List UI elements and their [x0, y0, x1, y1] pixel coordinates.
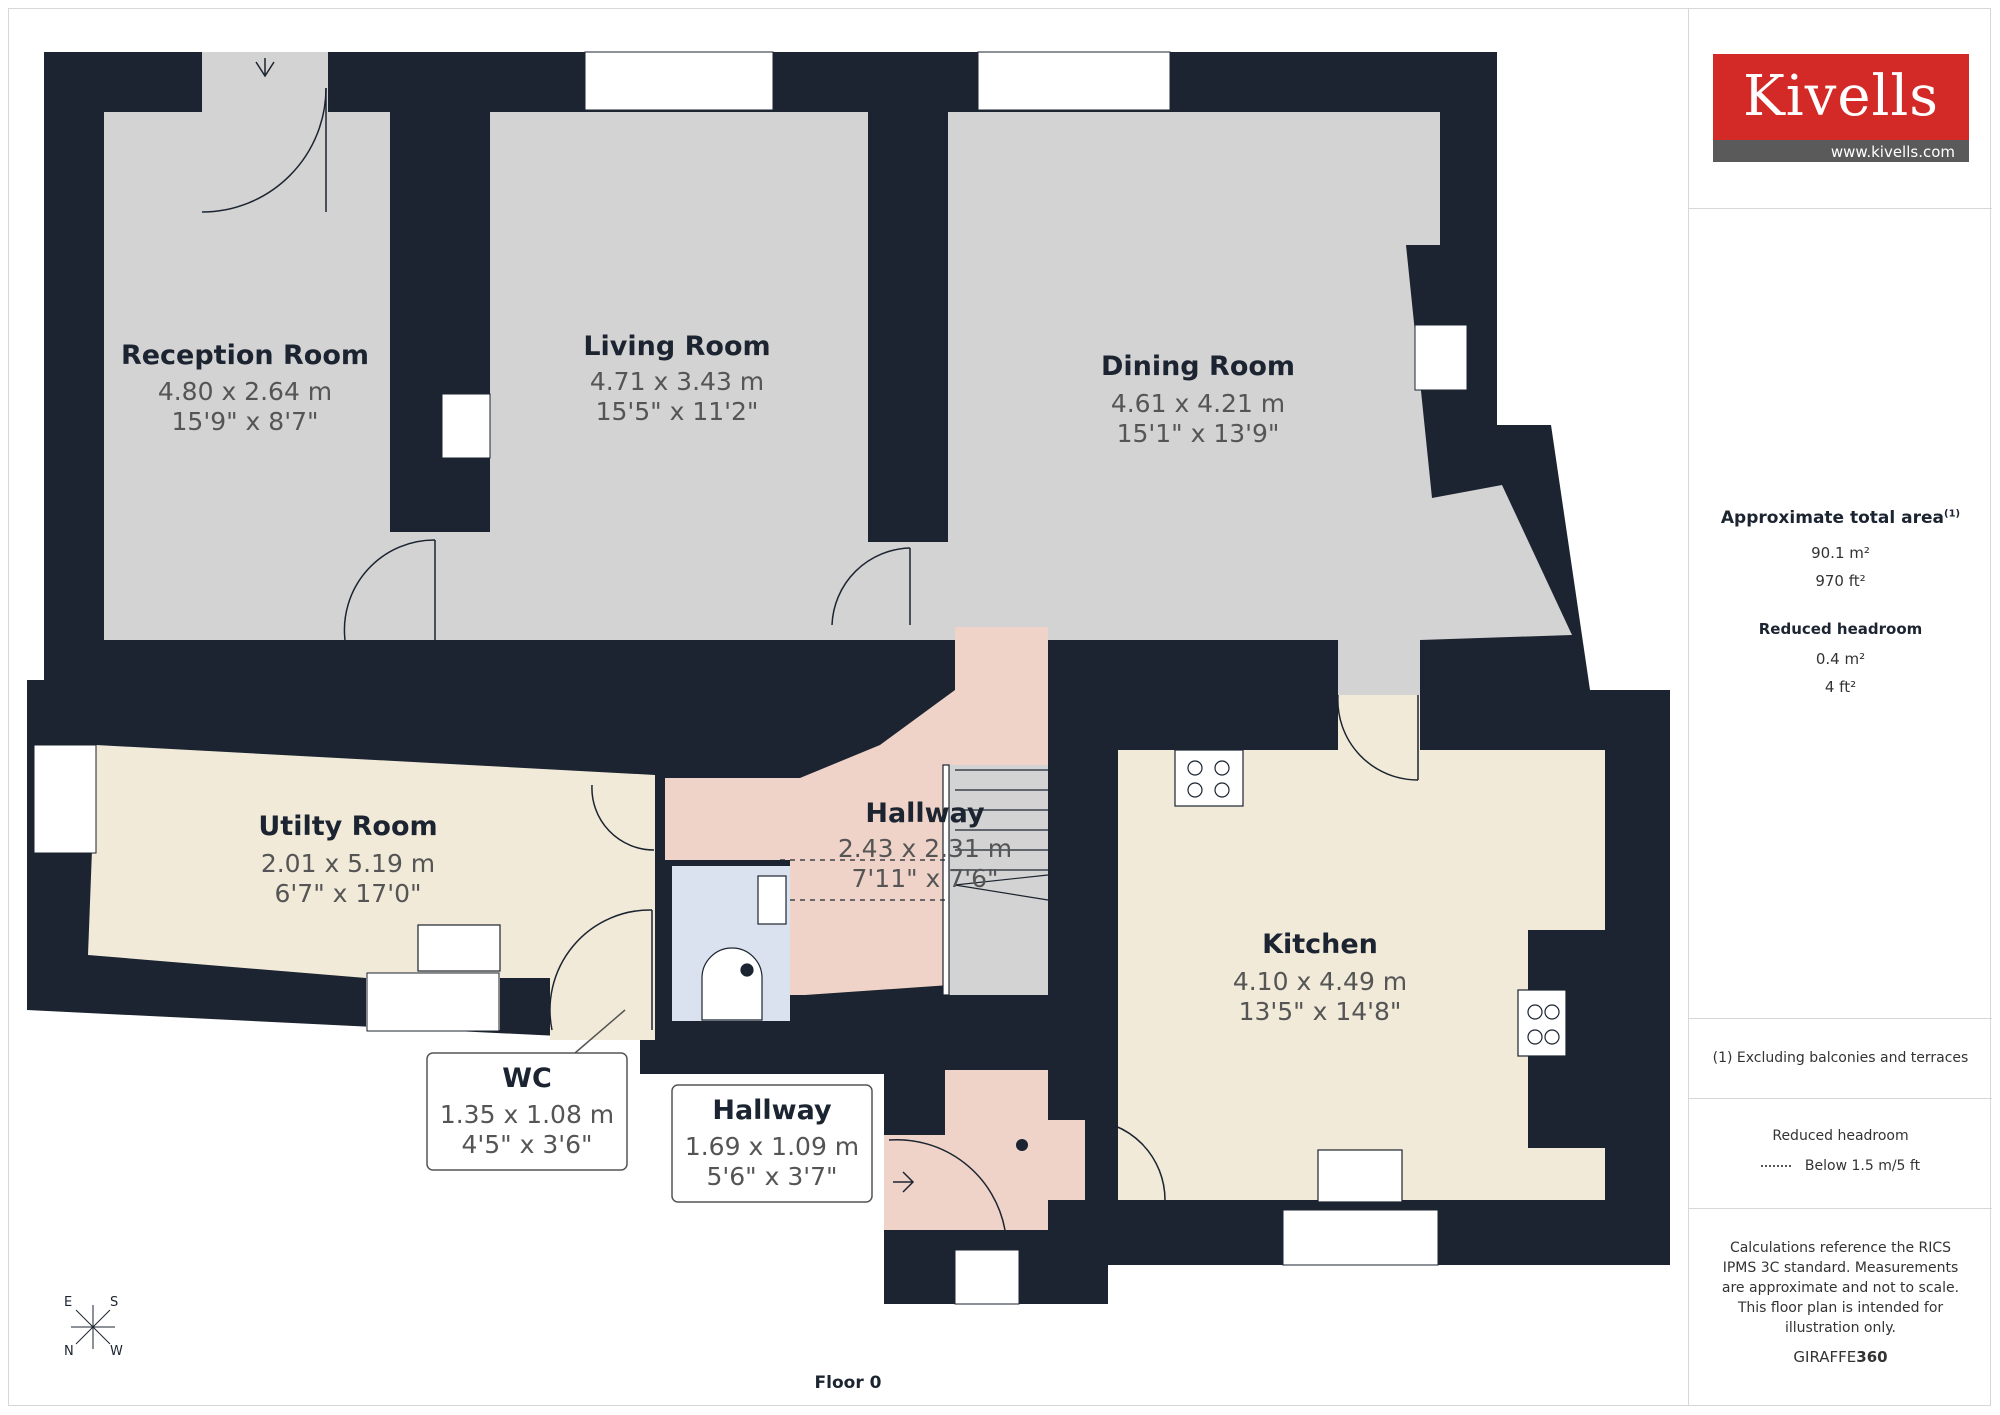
area-ft2: 970 ft² — [1815, 572, 1866, 590]
compass-e: E — [64, 1295, 72, 1310]
room-imperial: 13'5" x 14'8" — [1239, 997, 1402, 1026]
room-metric: 4.71 x 3.43 m — [590, 367, 764, 396]
room-metric: 1.69 x 1.09 m — [685, 1132, 859, 1161]
wc-label-box: WC 1.35 x 1.08 m 4'5" x 3'6" — [426, 1009, 628, 1171]
room-imperial: 15'9" x 8'7" — [172, 407, 319, 436]
dining-room-floor — [948, 112, 1572, 695]
page-frame — [8, 8, 1991, 1406]
wc-toilet — [701, 947, 763, 1021]
room-name: Kitchen — [1262, 929, 1378, 960]
reduced-headroom-title: Reduced headroom — [1758, 620, 1923, 638]
compass: E S N W — [64, 1295, 123, 1359]
kivells-logo[interactable]: Kivells www.kivells.com — [1713, 54, 1969, 162]
logo-url: www.kivells.com — [1830, 143, 1955, 161]
windows — [33, 51, 1439, 1305]
logo-section: Kivells www.kivells.com — [1689, 8, 1992, 209]
room-name: Hallway — [865, 798, 985, 829]
floor-plan: Reception Room 4.80 x 2.64 m 15'9" x 8'7… — [27, 51, 1670, 1393]
kitchen-floor — [1118, 695, 1605, 1200]
room-name: Living Room — [583, 331, 770, 362]
room-name: Reception Room — [121, 340, 369, 371]
room-imperial: 15'1" x 13'9" — [1117, 419, 1280, 448]
room-name: WC — [502, 1063, 552, 1094]
legend-item: Below 1.5 m/5 ft — [1689, 1158, 1992, 1174]
utility-room-floor — [88, 745, 655, 1040]
room-name: Dining Room — [1101, 351, 1295, 382]
room-labels: Reception Room 4.80 x 2.64 m 15'9" x 8'7… — [121, 331, 1407, 1026]
room-name: Hallway — [712, 1095, 832, 1126]
compass-w: W — [110, 1344, 123, 1359]
reception-room-floor — [104, 112, 390, 640]
logo-red-panel: Kivells — [1713, 54, 1969, 140]
logo-name: Kivells — [1742, 64, 1940, 129]
room-imperial: 6'7" x 17'0" — [275, 879, 422, 908]
software-credit: GIRAFFE360 — [1793, 1348, 1888, 1366]
entrance-arrows — [255, 58, 915, 1193]
entry-light — [1016, 1139, 1028, 1151]
room-imperial: 7'11" x 7'6" — [852, 864, 999, 893]
living-room-floor — [390, 112, 1070, 640]
legend-title: Reduced headroom — [1772, 1128, 1909, 1144]
room-name: Utilty Room — [258, 811, 437, 842]
entry-hallway-label-box: Hallway 1.69 x 1.09 m 5'6" x 3'7" — [671, 1084, 873, 1203]
entry-hallway-floor — [884, 1070, 1085, 1230]
area-m2: 90.1 m² — [1811, 544, 1870, 562]
room-imperial: 5'6" x 3'7" — [706, 1162, 837, 1191]
room-metric: 4.10 x 4.49 m — [1233, 967, 1407, 996]
legend-dash-icon — [1760, 1165, 1791, 1167]
room-metric: 4.80 x 2.64 m — [158, 377, 332, 406]
room-imperial: 4'5" x 3'6" — [461, 1130, 592, 1159]
area-title: Approximate total area(1) — [1720, 508, 1961, 528]
living-room-doorway — [390, 532, 490, 640]
compass-s: S — [110, 1295, 118, 1310]
area-section: Approximate total area(1) 90.1 m² 970 ft… — [1689, 208, 1992, 1019]
info-sidebar: Kivells www.kivells.com Approximate tota… — [1688, 8, 1992, 1406]
room-metric: 2.43 x 2.31 m — [838, 834, 1012, 863]
disclaimer: Calculations reference the RICS IPMS 3C … — [1721, 1240, 1960, 1336]
logo-url-bar: www.kivells.com — [1713, 140, 1969, 162]
compass-n: N — [64, 1344, 74, 1359]
footnote: (1) Excluding balconies and terraces — [1712, 1050, 1969, 1066]
room-metric: 4.61 x 4.21 m — [1111, 389, 1285, 418]
footnote-section: (1) Excluding balconies and terraces — [1689, 1018, 1992, 1099]
kitchen-fittings — [417, 749, 1567, 1203]
reduced-m2: 0.4 m² — [1815, 650, 1866, 668]
staircase — [780, 764, 1049, 996]
reduced-ft2: 4 ft² — [1824, 678, 1857, 696]
doors — [201, 87, 1419, 1231]
room-imperial: 15'5" x 11'2" — [596, 397, 759, 426]
legend-section: Reduced headroom Below 1.5 m/5 ft — [1689, 1098, 1992, 1209]
room-metric: 2.01 x 5.19 m — [261, 849, 435, 878]
room-metric: 1.35 x 1.08 m — [440, 1100, 614, 1129]
floor-label: Floor 0 — [815, 1373, 882, 1393]
fireplaces — [441, 324, 1468, 459]
